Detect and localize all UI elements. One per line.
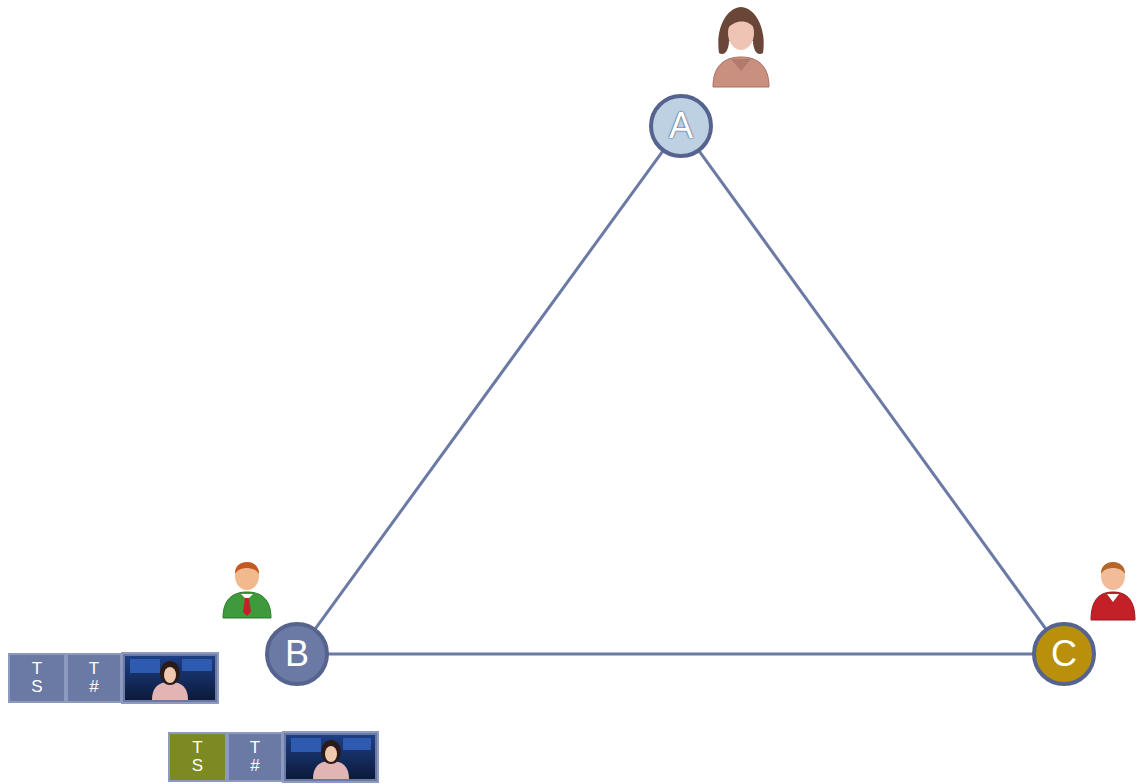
node-circle: A	[649, 94, 713, 158]
field-label: T #	[86, 660, 103, 696]
user-icon	[713, 7, 769, 87]
circle-shape	[267, 624, 327, 684]
link-line	[315, 151, 663, 629]
packet-field: T #	[66, 653, 122, 703]
node-circle: C	[1032, 622, 1096, 686]
field-shape	[9, 654, 65, 702]
packet-image	[122, 653, 218, 703]
user-icon	[1091, 562, 1135, 620]
circle-shape	[1034, 624, 1094, 684]
field-label: T #	[247, 739, 264, 775]
circle-shape	[651, 96, 711, 156]
node-label: C	[1051, 633, 1077, 675]
packet-field: T S	[168, 732, 227, 782]
packet-field: T #	[227, 732, 283, 782]
node-label: B	[285, 633, 309, 675]
node-label: A	[669, 105, 693, 147]
field-shape	[169, 733, 226, 781]
packet-image	[283, 732, 378, 782]
user-icon	[223, 562, 271, 618]
field-shape	[228, 733, 282, 781]
field-shape	[67, 654, 121, 702]
field-label: T S	[189, 739, 206, 775]
packet-field: T S	[8, 653, 66, 703]
link-line	[699, 151, 1046, 629]
field-label: T S	[29, 660, 46, 696]
link-line	[328, 653, 1033, 656]
node-circle: B	[265, 622, 329, 686]
